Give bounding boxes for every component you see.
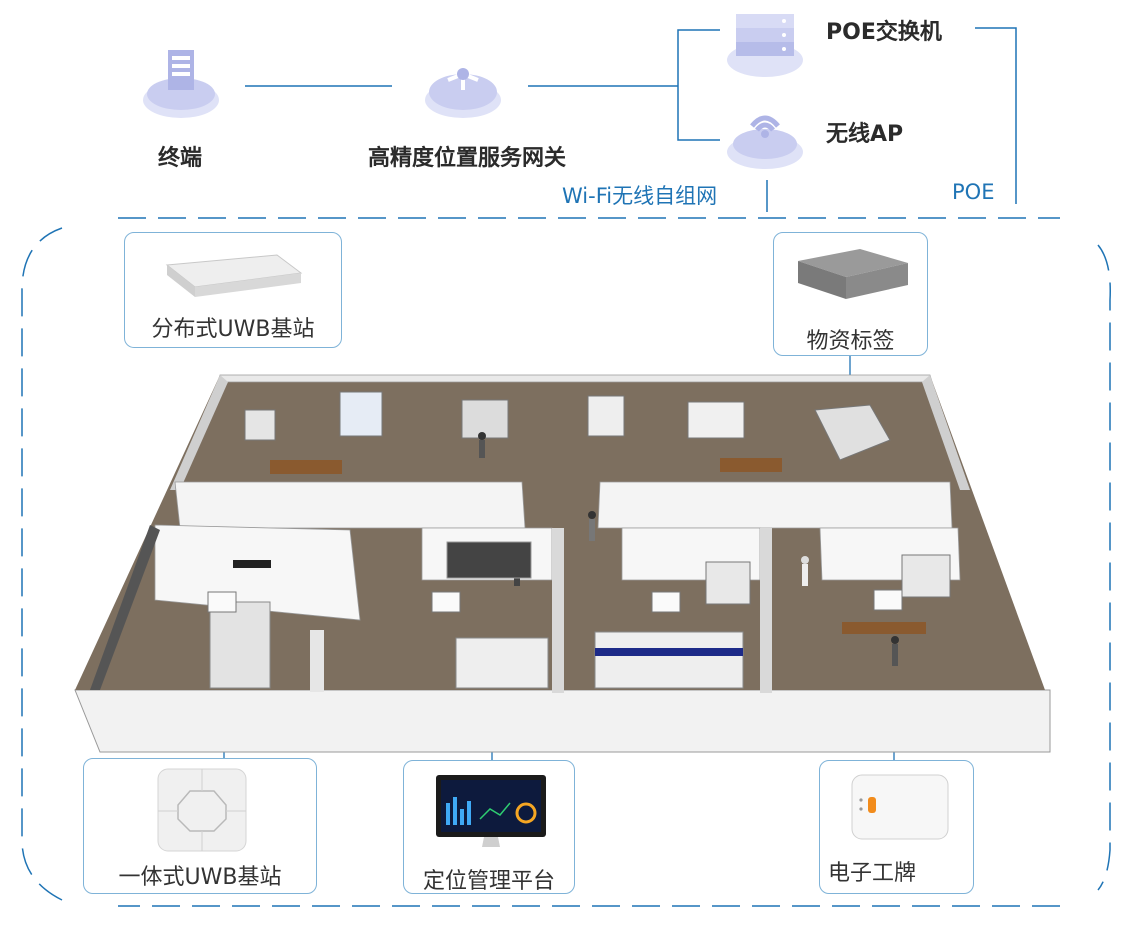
wifi-mesh-label: Wi-Fi无线自组网 [562,184,718,208]
badge-icon [851,774,949,840]
terminal-icon [143,50,219,118]
poe-link [975,27,1017,204]
distributed-uwb-card: 分布式UWB基站 [124,232,342,348]
poe-label: POE [952,180,995,204]
asset-tag-label: 物资标签 [806,329,895,354]
floor-plan-illustration [74,374,1051,753]
zone-boundary [21,217,1111,907]
integrated-uwb-card: 一体式UWB基站 [83,758,317,894]
distributed-uwb-label: 分布式UWB基站 [151,317,315,342]
gateway-label: 高精度位置服务网关 [368,146,567,171]
integrated-uwb-label: 一体式UWB基站 [118,865,282,890]
branch-link [677,29,720,141]
platform-card: 定位管理平台 [403,760,575,894]
badge-label: 电子工牌 [828,861,917,886]
asset-tag-icon [798,249,908,299]
wireless-ap-label: 无线AP [826,122,904,147]
monitor-icon [436,775,546,847]
poe-switch-label: POE交换机 [826,20,942,45]
wireless-ap-icon [727,115,803,169]
asset-tag-card: 物资标签 [773,232,928,356]
badge-card: 电子工牌 [819,760,974,894]
terminal-label: 终端 [158,146,203,171]
poe-switch-icon [727,14,803,77]
gateway-icon [425,60,501,118]
platform-label: 定位管理平台 [422,869,555,894]
integrated-uwb-icon [157,768,247,852]
distributed-uwb-icon [165,254,303,297]
